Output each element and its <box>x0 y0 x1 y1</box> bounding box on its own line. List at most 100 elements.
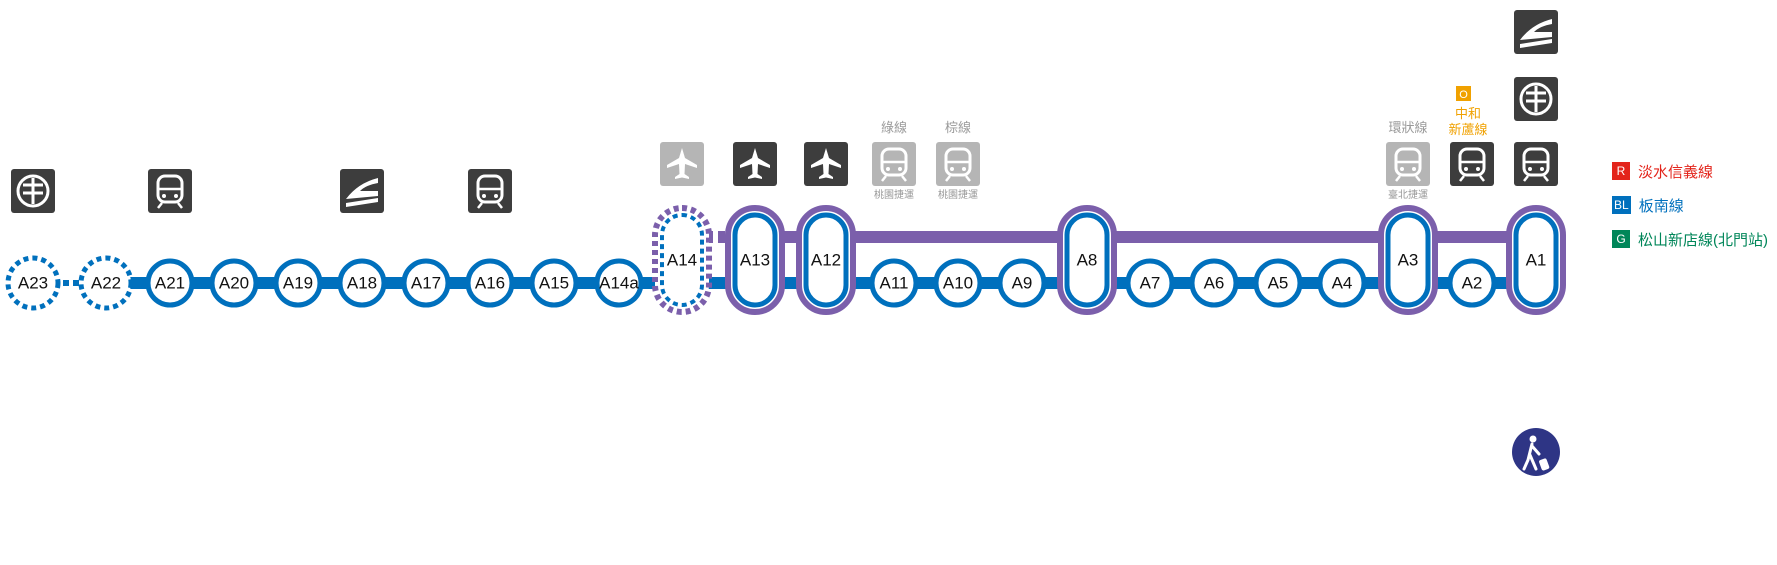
train-light <box>950 167 954 171</box>
train-light <box>482 194 486 198</box>
legend-label: 淡水信義線 <box>1638 163 1714 181</box>
station-code: A10 <box>943 274 973 293</box>
station-a14a: A14a <box>594 258 644 308</box>
train-light <box>174 194 178 198</box>
train-light <box>1400 167 1404 171</box>
station-a20: A20 <box>209 258 259 308</box>
station-a7: A7 <box>1125 258 1175 308</box>
train-light <box>494 194 498 198</box>
plane-shape <box>811 148 841 179</box>
transfer-legend: R 淡水信義線 BL 板南線 G 松山新店線(北門站) <box>1612 160 1772 262</box>
line-badge-text: O <box>1459 89 1468 101</box>
walker-head <box>1529 435 1537 443</box>
station-marker-inner <box>1064 212 1110 308</box>
station-a10: A10 <box>933 258 983 308</box>
transfer-a13 <box>733 142 777 186</box>
transfer-line-name: 綠線 <box>881 120 907 135</box>
train-leg <box>157 202 163 209</box>
station-code: A11 <box>880 274 909 293</box>
train-leg <box>497 202 503 209</box>
hsr-rail <box>346 198 378 207</box>
station-a2: A2 <box>1447 258 1497 308</box>
train-leg <box>1459 175 1465 182</box>
tra-ring <box>1519 82 1553 116</box>
station-code: A5 <box>1268 274 1289 293</box>
transfer-line-name: 中和 <box>1455 106 1481 121</box>
station-marker <box>1447 258 1497 308</box>
train-body <box>1394 147 1422 177</box>
station-a18: A18 <box>337 258 387 308</box>
train-light <box>1476 167 1480 171</box>
station-marker-inner <box>660 213 704 307</box>
train-body <box>1458 147 1486 177</box>
station-code: A18 <box>347 274 377 293</box>
transfer-a23 <box>11 169 55 213</box>
metro-icon <box>1514 142 1558 186</box>
station-code: A20 <box>219 274 249 293</box>
train-leg <box>881 175 887 182</box>
legend-label: 板南線 <box>1638 197 1684 215</box>
station-marker <box>401 258 451 308</box>
station-a17: A17 <box>401 258 451 308</box>
legend-badge: G <box>1612 230 1630 248</box>
station-code: A6 <box>1204 274 1225 293</box>
train-leg <box>1479 175 1485 182</box>
train-light <box>1412 167 1416 171</box>
train-body <box>476 174 504 204</box>
station-marker <box>465 258 515 308</box>
transfer-a16 <box>468 169 512 213</box>
station-a16: A16 <box>465 258 515 308</box>
hsr-icon <box>1514 10 1558 54</box>
train-leg <box>477 202 483 209</box>
transfer-line-name: 棕線 <box>945 120 971 135</box>
station-a8: A8 <box>1057 205 1117 315</box>
transfer-a1 <box>1512 10 1560 476</box>
station-marker <box>1317 258 1367 308</box>
station-code: A2 <box>1462 274 1483 293</box>
station-a5: A5 <box>1253 258 1303 308</box>
luggage-walker-icon <box>1512 428 1560 476</box>
station-marker <box>594 258 644 308</box>
train-body <box>156 174 184 204</box>
station-code: A13 <box>740 251 770 270</box>
metro-icon <box>468 169 512 213</box>
plane-shape <box>667 148 697 179</box>
station-a14: A14 <box>652 205 712 315</box>
train-light <box>1528 167 1532 171</box>
station-code: A9 <box>1012 274 1033 293</box>
station-marker <box>997 258 1047 308</box>
station-marker <box>145 258 195 308</box>
train-leg <box>965 175 971 182</box>
metro-icon <box>936 142 980 186</box>
train-leg <box>177 202 183 209</box>
station-code: A21 <box>155 274 185 293</box>
train-light <box>898 167 902 171</box>
airport-icon <box>660 142 704 186</box>
tra-ring <box>16 174 50 208</box>
station-marker <box>337 258 387 308</box>
station-a9: A9 <box>997 258 1047 308</box>
airport-icon <box>804 142 848 186</box>
train-light <box>162 194 166 198</box>
station-marker <box>869 258 919 308</box>
train-light <box>1464 167 1468 171</box>
station-a15: A15 <box>529 258 579 308</box>
transfer-caption: 桃園捷運 <box>874 188 914 201</box>
station-marker <box>1253 258 1303 308</box>
station-a3: A3 <box>1378 205 1438 315</box>
station-marker <box>1125 258 1175 308</box>
transfer-a21 <box>148 169 192 213</box>
station-a6: A6 <box>1189 258 1239 308</box>
station-code: A1 <box>1526 251 1547 270</box>
station-marker-inner <box>732 212 778 308</box>
station-marker <box>78 255 134 311</box>
walker-body <box>1522 442 1541 471</box>
transfer-a18 <box>340 169 384 213</box>
legend-item-red-line: R 淡水信義線 <box>1612 160 1772 182</box>
train-leg <box>1415 175 1421 182</box>
hsr-nose <box>1520 19 1552 40</box>
station-marker <box>273 258 323 308</box>
